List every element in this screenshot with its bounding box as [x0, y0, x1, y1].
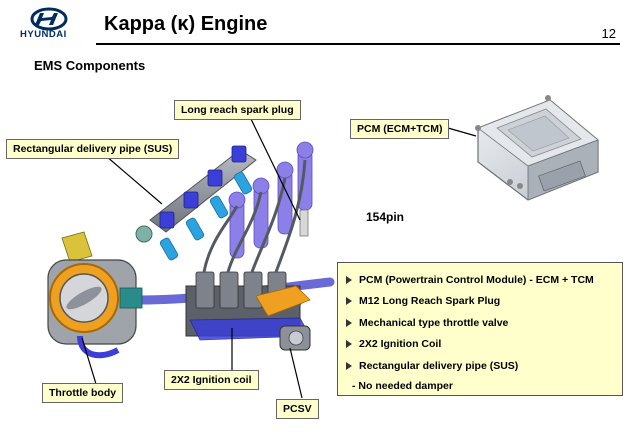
- triangle-bullet-icon: [346, 318, 352, 327]
- feature-item: PCM (Powertrain Control Module) - ECM + …: [346, 269, 614, 291]
- callout-pcsv: PCSV: [276, 399, 319, 419]
- feature-note: - No needed damper: [352, 379, 453, 392]
- fuel-rail-assembly: [135, 145, 257, 261]
- feature-item: Rectangular delivery pipe (SUS): [346, 355, 614, 377]
- callout-ignition-coil: 2X2 Ignition coil: [164, 370, 259, 390]
- header-divider: [96, 43, 620, 45]
- callout-pcm: PCM (ECM+TCM): [350, 119, 450, 139]
- triangle-bullet-icon: [346, 340, 352, 349]
- brand-wordmark: HYUNDAI: [20, 29, 67, 40]
- triangle-bullet-icon: [346, 297, 352, 306]
- hyundai-logo: [30, 7, 68, 31]
- triangle-bullet-icon: [346, 361, 352, 370]
- feature-item: 2X2 Ignition Coil: [346, 334, 614, 356]
- callout-throttle-body: Throttle body: [42, 383, 124, 403]
- feature-item: M12 Long Reach Spark Plug: [346, 291, 614, 313]
- feature-item: Mechanical type throttle valve: [346, 312, 614, 334]
- leader-lines: [81, 116, 477, 399]
- section-subtitle: EMS Components: [34, 58, 146, 73]
- pcsv-valve: [279, 325, 311, 351]
- triangle-bullet-icon: [346, 275, 352, 284]
- page-title: Kappa (κ) Engine: [104, 13, 268, 35]
- callout-delivery-pipe: Rectangular delivery pipe (SUS): [6, 139, 180, 159]
- callout-spark-plug: Long reach spark plug: [174, 100, 301, 120]
- pcm-pin-count: 154pin: [366, 210, 405, 224]
- page-number: 12: [601, 26, 616, 41]
- throttle-body: [47, 231, 143, 359]
- features-box: PCM (Powertrain Control Module) - ECM + …: [337, 262, 623, 396]
- pcm-module: [475, 95, 599, 201]
